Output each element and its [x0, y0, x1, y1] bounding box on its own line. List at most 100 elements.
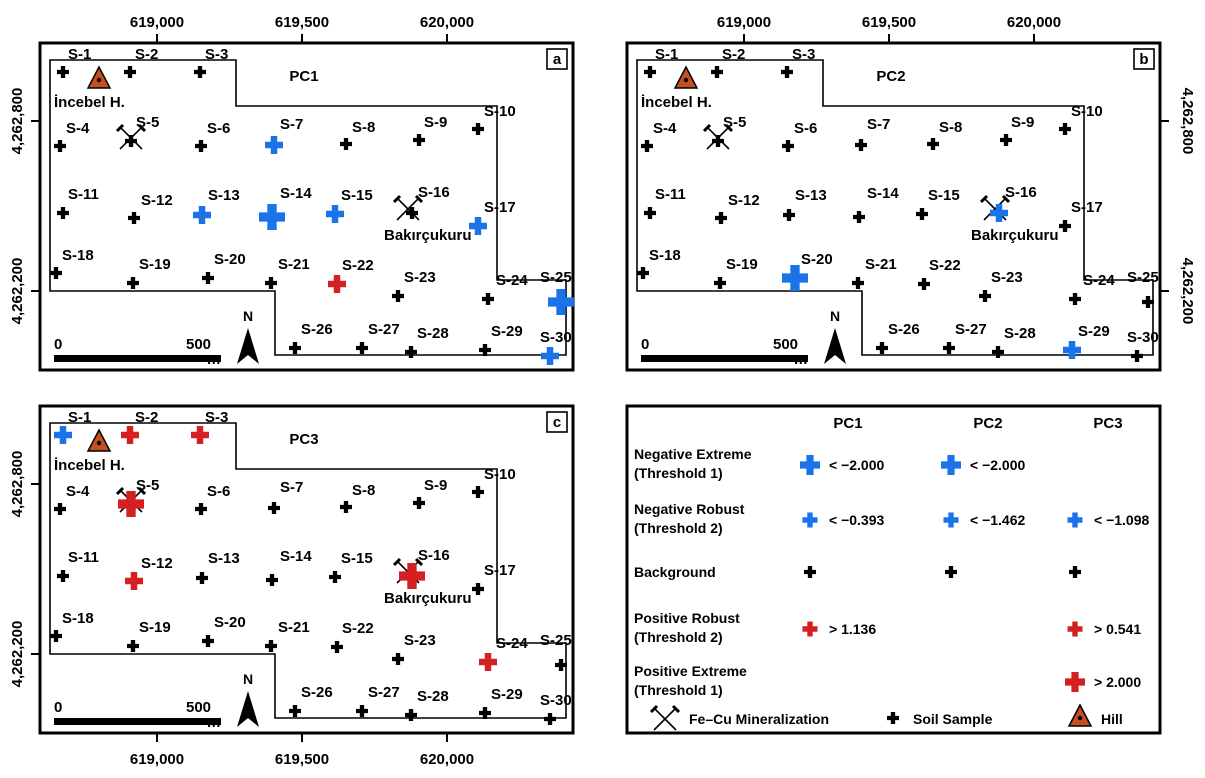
north-label: N [830, 308, 840, 324]
scale-unit: m [794, 351, 807, 368]
sample-marker-s-30 [1131, 350, 1143, 362]
sample-marker-s-14 [853, 211, 865, 223]
sample-marker-s-19 [714, 277, 726, 289]
sample-marker-s-10 [1059, 123, 1071, 135]
sample-marker-s-28 [992, 346, 1004, 358]
sample-label-s-25: S-25 [540, 632, 572, 649]
sample-label-s-21: S-21 [865, 256, 897, 273]
hill-name: İncebel H. [54, 457, 125, 474]
sample-marker-s-23 [392, 290, 404, 302]
sample-marker-s-5 [712, 135, 724, 147]
sample-marker-s-12 [715, 212, 727, 224]
legend-symbol-red-large [1065, 672, 1085, 692]
sample-marker-s-28 [405, 709, 417, 721]
sample-label-s-16: S-16 [418, 184, 450, 201]
sample-label-s-27: S-27 [368, 321, 400, 338]
legend-row-sublabel: (Threshold 1) [634, 682, 723, 698]
sample-label-s-8: S-8 [939, 119, 962, 136]
sample-marker-s-22 [331, 641, 343, 653]
sample-marker-s-17 [469, 217, 488, 235]
sample-marker-s-29 [479, 344, 491, 356]
panel-letter-box [1133, 48, 1155, 70]
pick-stroke [653, 707, 677, 731]
sample-label-s-1: S-1 [655, 46, 678, 63]
panel-title: PC1 [289, 68, 318, 85]
legend-column-header: PC3 [1093, 415, 1122, 432]
pick-head [137, 486, 147, 496]
sample-marker-s-11 [57, 207, 69, 219]
legend-symbol-blue-small [1067, 512, 1083, 528]
sample-label-s-24: S-24 [1083, 272, 1115, 289]
sample-label-s-8: S-8 [352, 482, 375, 499]
sample-marker-s-18 [50, 630, 62, 642]
sample-label-s-24: S-24 [496, 635, 528, 652]
sample-label-s-15: S-15 [341, 187, 373, 204]
sample-marker-s-18 [637, 267, 649, 279]
panel-letter-box [546, 48, 568, 70]
sample-label-s-10: S-10 [484, 466, 516, 483]
sample-marker-s-9 [413, 134, 425, 146]
scale-start: 0 [54, 699, 62, 716]
sample-marker-s-11 [57, 570, 69, 582]
hill-name: İncebel H. [54, 94, 125, 111]
legend-symbol-black [804, 566, 816, 578]
sample-marker-s-1 [54, 426, 72, 444]
legend-symbol-blue-large [941, 455, 961, 475]
hill-icon [86, 428, 112, 452]
sample-marker-s-16 [990, 204, 1008, 222]
sample-label-s-23: S-23 [404, 632, 436, 649]
hill-icon [1067, 703, 1093, 727]
pick-head [137, 123, 147, 133]
sample-label-s-2: S-2 [722, 46, 745, 63]
sample-label-s-20: S-20 [214, 614, 246, 631]
panel-letter: a [553, 51, 562, 68]
sample-label-s-19: S-19 [139, 619, 171, 636]
mineral-site-name: Bakırçukuru [384, 227, 472, 244]
sample-label-s-13: S-13 [208, 187, 240, 204]
sample-marker-s-17 [1059, 220, 1071, 232]
sample-marker-s-20 [202, 635, 214, 647]
sample-label-s-5: S-5 [136, 477, 159, 494]
sample-marker-s-8 [340, 138, 352, 150]
hill-triangle [1067, 703, 1093, 727]
sample-label-s-29: S-29 [491, 686, 523, 703]
sample-label-s-29: S-29 [491, 323, 523, 340]
north-arrow-icon [237, 691, 259, 727]
sample-label-s-17: S-17 [484, 199, 516, 216]
sample-label-s-1: S-1 [68, 409, 91, 426]
sample-label-s-18: S-18 [62, 610, 94, 627]
sample-marker-s-12 [125, 572, 143, 590]
sample-label-s-17: S-17 [1071, 199, 1103, 216]
sample-label-s-3: S-3 [205, 46, 228, 63]
sample-label-s-9: S-9 [1011, 114, 1034, 131]
legend-symbol-blue-small [943, 512, 959, 528]
panel-frame [38, 41, 575, 372]
sample-label-s-16: S-16 [418, 547, 450, 564]
north-label: N [243, 308, 253, 324]
sample-marker-s-21 [265, 640, 277, 652]
legend-soil-sample-icon [887, 712, 899, 724]
legend-mineralization-label: Fe–Cu Mineralization [689, 711, 829, 727]
hill-triangle [86, 65, 112, 89]
sample-marker-s-9 [413, 497, 425, 509]
sample-label-s-3: S-3 [205, 409, 228, 426]
hill-dot [96, 440, 102, 446]
sample-marker-s-13 [783, 209, 795, 221]
sample-label-s-18: S-18 [649, 247, 681, 264]
sample-marker-s-7 [268, 502, 280, 514]
hammer-head [115, 123, 125, 133]
scale-end: 500 [186, 699, 211, 716]
sample-marker-s-16 [399, 563, 425, 589]
sample-marker-s-14 [266, 574, 278, 586]
mineral-site-name: Bakırçukuru [384, 590, 472, 607]
sample-label-s-14: S-14 [867, 185, 899, 202]
x-tick-label-top: 619,000 [130, 14, 184, 31]
y-tick-label-b: 4,262,800 [1179, 88, 1196, 155]
hammer-head [649, 704, 659, 714]
sample-label-s-2: S-2 [135, 46, 158, 63]
sample-marker-s-25 [555, 659, 568, 671]
sample-marker-s-6 [195, 503, 207, 515]
hill-triangle [86, 428, 112, 452]
sample-label-s-4: S-4 [653, 120, 677, 137]
hill-icon [673, 65, 699, 89]
